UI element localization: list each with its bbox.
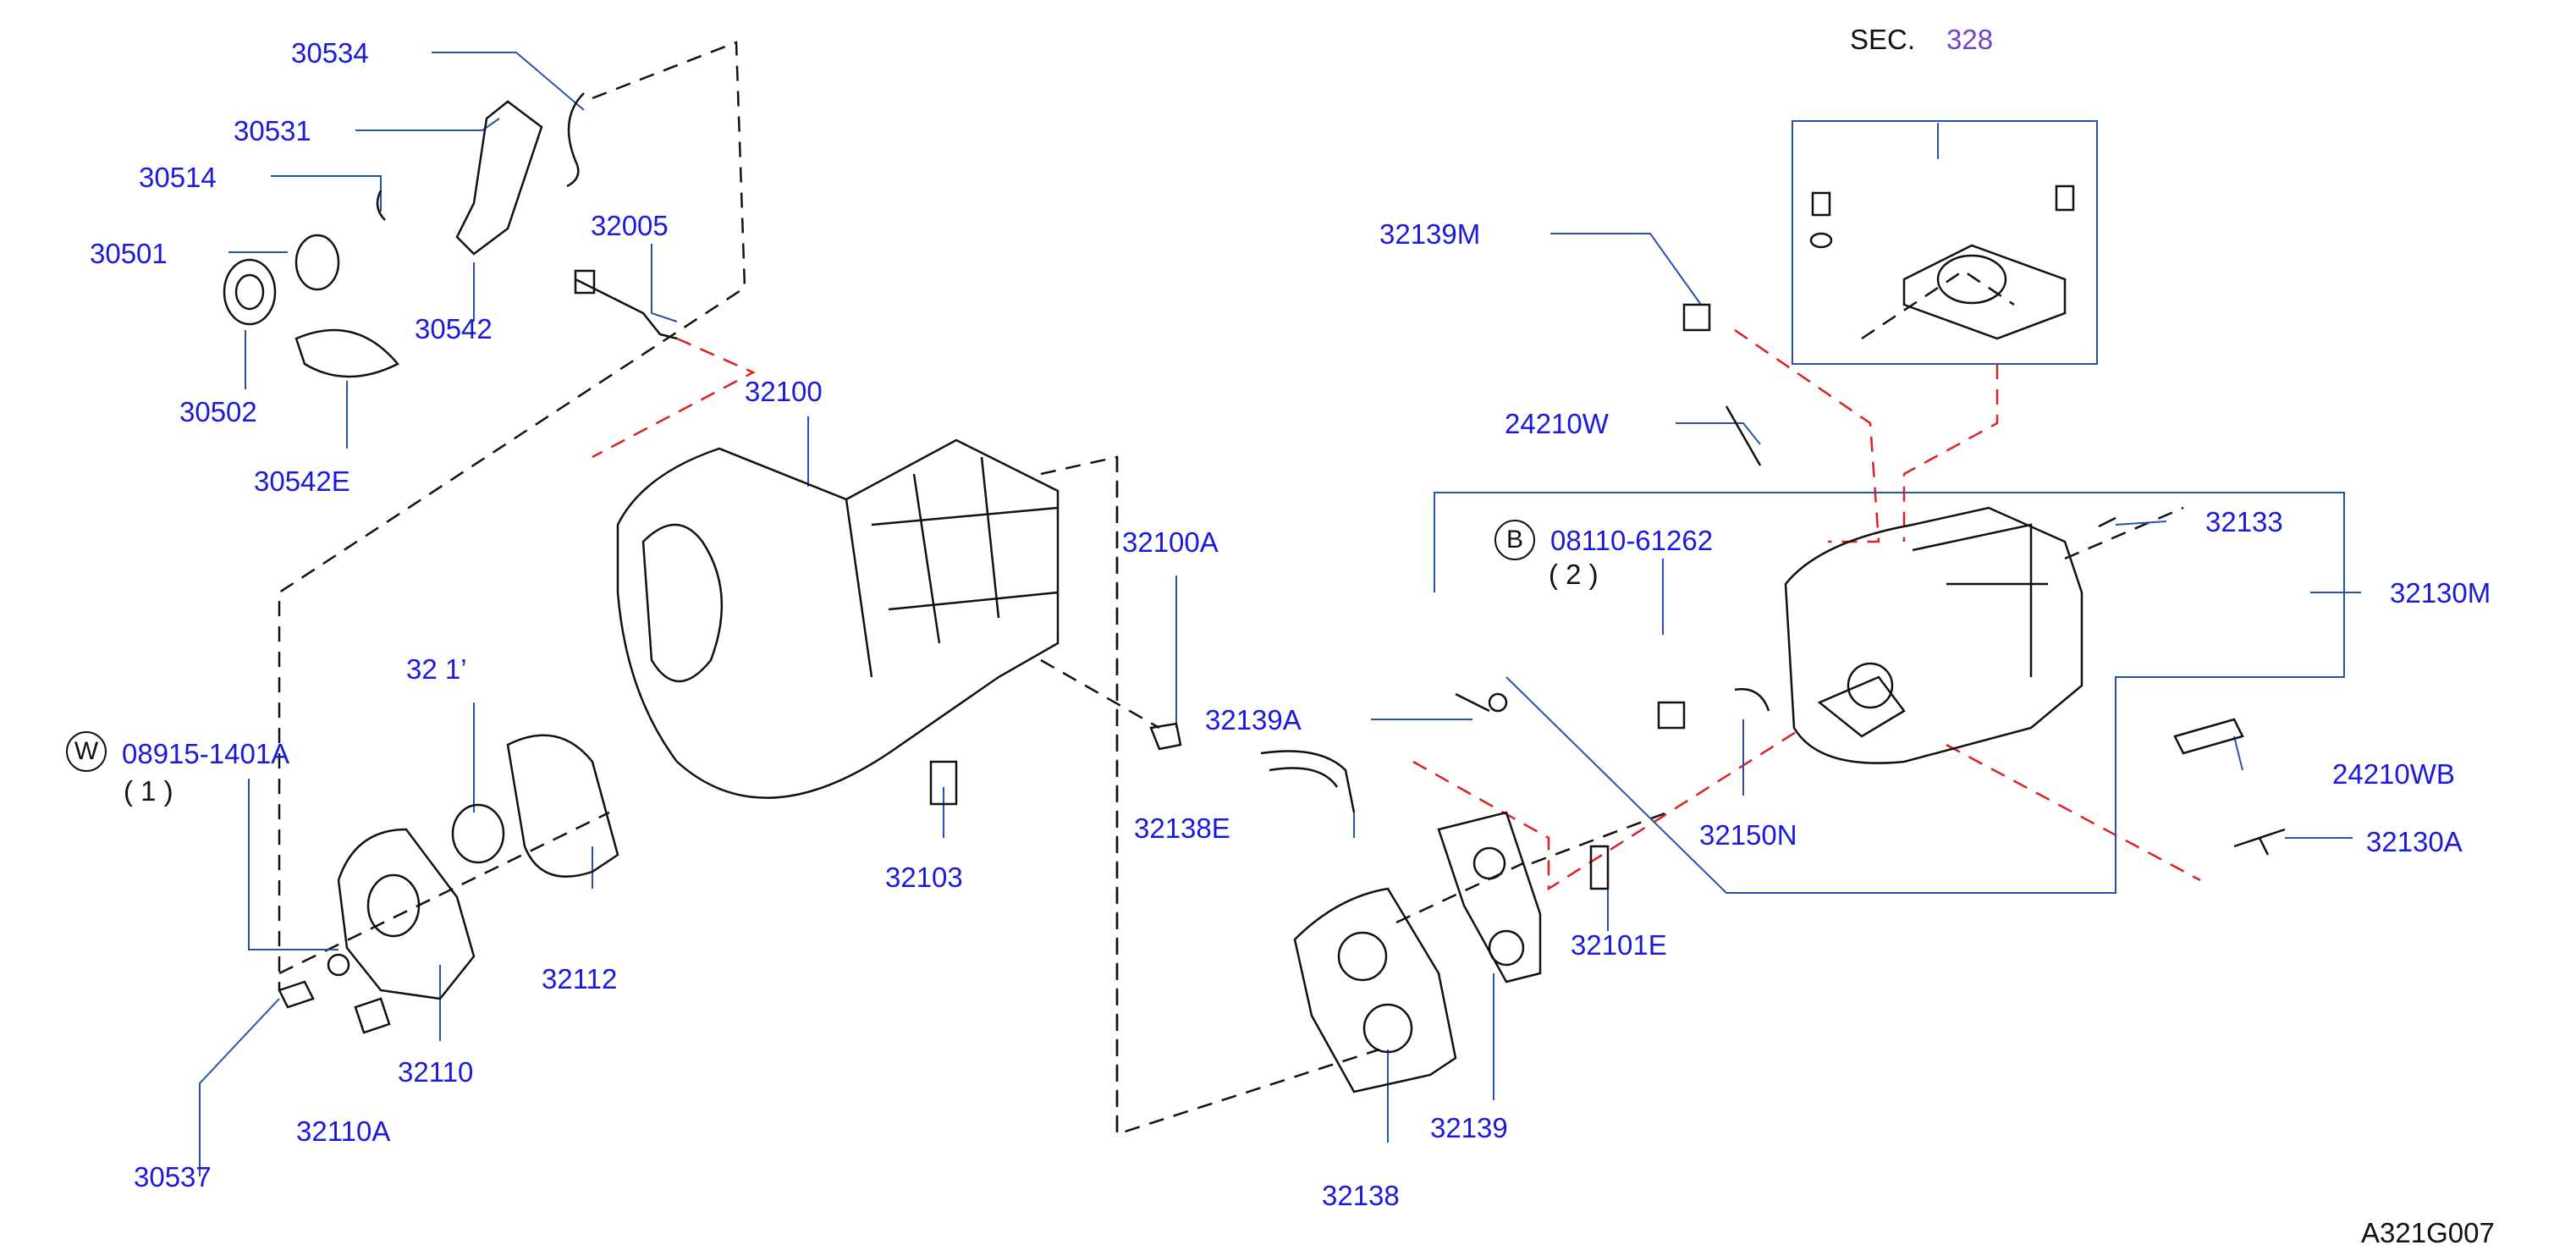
part-label-32139A: 32139A [1205, 704, 1302, 735]
sec-328-box [1792, 120, 2098, 365]
part-label-30537: 30537 [134, 1161, 212, 1193]
leader-lines [199, 52, 2361, 1176]
part-label-30542: 30542 [415, 313, 493, 344]
part-label-30542E: 30542E [254, 465, 350, 497]
section-prefix: SEC. [1850, 24, 1916, 55]
red-reference-lines [592, 328, 2201, 891]
clutch-housing [616, 438, 1060, 799]
part-label-24210WB: 24210WB [2332, 758, 2455, 790]
w-callout-circle: W [66, 731, 107, 772]
part-label-08915: 08915-1401A [122, 738, 290, 769]
part-label-32150N: 32150N [1699, 819, 1797, 851]
part-label-32112: 32112 [542, 963, 618, 994]
transmission-bracket [1434, 492, 2345, 894]
part-label-32110: 32110 [398, 1056, 474, 1088]
part-label-32138E: 32138E [1134, 813, 1230, 844]
w-quantity: ( 1 ) [124, 775, 173, 807]
part-label-32110A: 32110A [296, 1116, 391, 1147]
part-label-24210W: 24210W [1505, 408, 1609, 439]
part-label-32130A: 32130A [2366, 826, 2463, 857]
drawing-code: A321G007 [2361, 1217, 2495, 1248]
part-label-30514: 30514 [139, 162, 217, 193]
part-label-32113: 32 1’ [406, 653, 467, 685]
b-quantity: ( 2 ) [1549, 559, 1599, 590]
front-cover [278, 734, 958, 1034]
part-label-30501: 30501 [90, 238, 168, 269]
part-label-32005: 32005 [591, 210, 669, 241]
part-label-08110: 08110-61262 [1550, 525, 1714, 556]
part-label-30502: 30502 [179, 396, 257, 427]
part-label-32130M: 32130M [2390, 577, 2491, 609]
part-label-30531: 30531 [234, 115, 311, 146]
shifter-assembly [1809, 185, 2075, 340]
part-label-30534: 30534 [291, 37, 369, 69]
part-label-32139: 32139 [1430, 1112, 1508, 1143]
section-number-link[interactable]: 328 [1946, 24, 1994, 55]
part-label-32133: 32133 [2205, 506, 2283, 537]
part-label-32139M: 32139M [1379, 218, 1481, 250]
part-label-32103: 32103 [885, 862, 963, 893]
part-label-32100A: 32100A [1122, 526, 1219, 558]
part-label-32100: 32100 [745, 376, 823, 407]
clutch-release-parts [223, 92, 678, 378]
part-label-32101E: 32101E [1571, 929, 1667, 961]
b-callout-circle: B [1494, 520, 1535, 560]
transmission-case [1784, 506, 2083, 764]
rear-adapter [1260, 750, 1542, 1093]
part-label-32138: 32138 [1322, 1180, 1400, 1211]
fasteners [1149, 303, 2286, 890]
